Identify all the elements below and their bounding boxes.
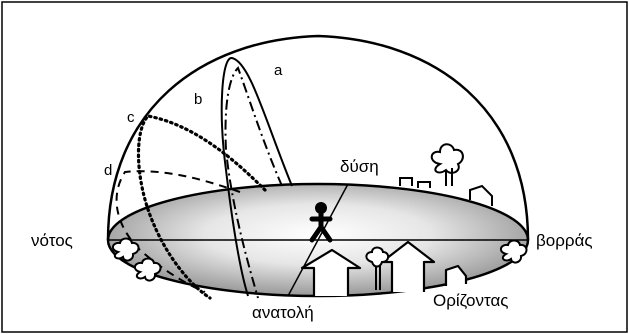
observer-figure <box>309 202 333 243</box>
sun-path-a <box>220 57 293 297</box>
label-north: βορράς <box>536 231 593 250</box>
sky-dome <box>106 34 530 241</box>
label-path-c: c <box>127 109 135 126</box>
label-path-b: b <box>194 91 202 108</box>
label-south: νότος <box>31 231 73 250</box>
sun-path-b <box>224 66 283 299</box>
east-west-axis <box>287 183 349 297</box>
house-icon <box>300 240 468 296</box>
label-horizon: Ορίζοντας <box>433 291 508 310</box>
sun-path-d <box>115 170 241 293</box>
label-west: δύση <box>340 157 379 176</box>
tree-icon <box>430 143 464 186</box>
label-path-d: d <box>104 162 112 179</box>
bush-icon <box>112 237 528 282</box>
label-east: ανατολή <box>252 303 314 322</box>
house-icon <box>399 177 493 206</box>
sun-path-c <box>136 114 267 300</box>
label-path-a: a <box>274 62 283 79</box>
tree-icon <box>365 246 390 290</box>
